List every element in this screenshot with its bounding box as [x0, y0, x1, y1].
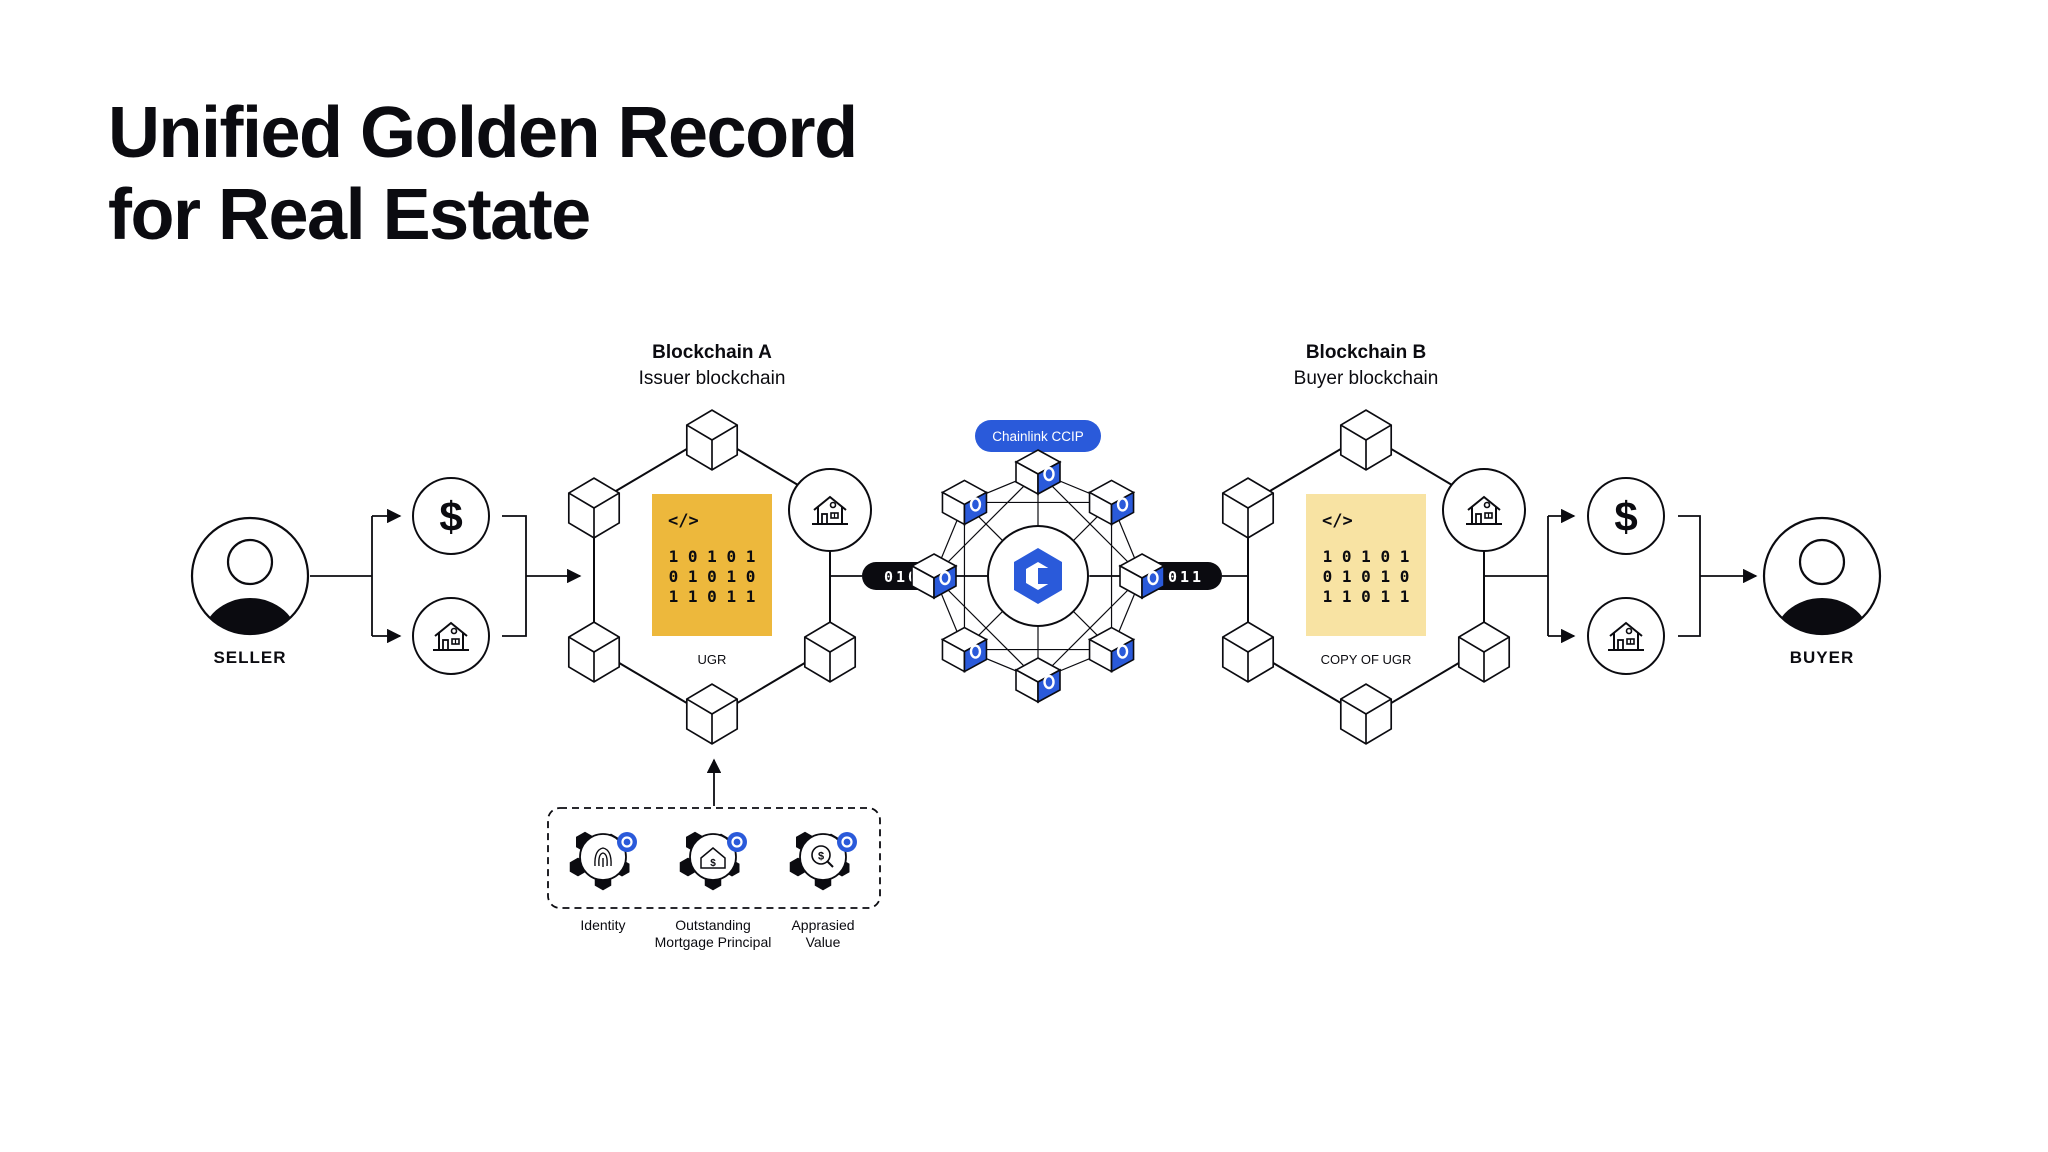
ugr-bits-row: 1 1 0 1 1 — [669, 587, 756, 606]
dollar-icon: $ — [1614, 493, 1637, 540]
mortgage-oracle: $ Outstanding Mortgage Principal — [655, 831, 772, 950]
seller: SELLER — [192, 518, 308, 667]
appraised-value-oracle: $ Apprasied Value — [789, 831, 857, 950]
magnifier-dollar-icon: $ — [811, 845, 834, 868]
copy-bits-row: 1 1 0 1 1 — [1323, 587, 1410, 606]
code-icon: </> — [668, 511, 699, 531]
ccip-badge: Chainlink CCIP — [975, 420, 1101, 452]
blockchain-a-name: Blockchain A — [652, 342, 772, 363]
buyer-dollar-asset: $ — [1587, 477, 1665, 555]
ugr-bits-row: 1 0 1 0 1 — [669, 547, 756, 566]
identity-oracle: Identity — [569, 831, 637, 933]
dollar-icon: $ — [439, 493, 462, 540]
blockchain-a: Blockchain A Issuer blockchain </> 1 0 1… — [567, 342, 872, 745]
copy-bits-row: 0 1 0 1 0 — [1323, 567, 1410, 586]
blockchain-b-role: Buyer blockchain — [1294, 368, 1439, 389]
packet-in-bits: 1011 — [1156, 568, 1204, 586]
seller-connectors — [310, 508, 582, 644]
dollar-sign: $ — [710, 858, 716, 869]
ccip-node — [1118, 553, 1166, 600]
dollar-sign: $ — [818, 851, 824, 863]
fingerprint-icon — [594, 847, 612, 867]
dollar-circle — [1587, 477, 1665, 555]
house-dollar-icon: $ — [700, 847, 726, 869]
blockchain-a-role: Issuer blockchain — [639, 368, 786, 389]
buyer: BUYER — [1764, 518, 1880, 667]
data-source-label: Value — [806, 934, 841, 950]
house-circle — [1587, 597, 1665, 675]
ccip-node — [1014, 449, 1062, 496]
ccip-node — [940, 479, 989, 526]
property-circle — [788, 468, 872, 552]
ccip-badge-label: Chainlink CCIP — [992, 429, 1084, 444]
ugr-record-card — [652, 494, 772, 636]
title-line-1: Unified Golden Record — [108, 93, 858, 173]
blockchain-b: Blockchain B Buyer blockchain </> 1 0 1 … — [1221, 342, 1526, 745]
chainlink-logo-icon — [1014, 548, 1062, 604]
title-line-2: for Real Estate — [108, 175, 591, 255]
copy-ugr-label: COPY OF UGR — [1321, 652, 1412, 667]
property-circle — [1442, 468, 1526, 552]
ugr-bits-row: 0 1 0 1 0 — [669, 567, 756, 586]
data-source-label: Mortgage Principal — [655, 934, 772, 950]
ugr-label: UGR — [698, 652, 727, 667]
blockchain-b-name: Blockchain B — [1306, 342, 1426, 363]
buyer-connectors — [1484, 508, 1758, 644]
data-source-label: Apprasied — [791, 917, 854, 933]
ccip-node — [910, 553, 958, 600]
ccip-network — [910, 449, 1166, 704]
ccip-node — [940, 626, 989, 673]
ccip-node — [1014, 657, 1062, 704]
buyer-house-asset — [1587, 597, 1665, 675]
seller-dollar-asset: $ — [412, 477, 490, 555]
page-title: Unified Golden Record for Real Estate — [108, 92, 858, 256]
ccip-node — [1087, 626, 1136, 673]
code-icon: </> — [1322, 511, 1353, 531]
ccip-node — [1087, 479, 1136, 526]
ugr-copy-card — [1306, 494, 1426, 636]
house-circle — [412, 597, 490, 675]
data-sources-frame — [547, 807, 881, 909]
copy-bits-row: 1 0 1 0 1 — [1323, 547, 1410, 566]
buyer-label: BUYER — [1790, 648, 1855, 667]
data-source-label: Identity — [580, 917, 625, 933]
seller-house-asset — [412, 597, 490, 675]
data-sources-panel: Identity $ Outstanding Mortgage Principa… — [547, 807, 881, 950]
data-source-label: Outstanding — [675, 917, 751, 933]
dollar-circle — [412, 477, 490, 555]
seller-label: SELLER — [213, 648, 286, 667]
